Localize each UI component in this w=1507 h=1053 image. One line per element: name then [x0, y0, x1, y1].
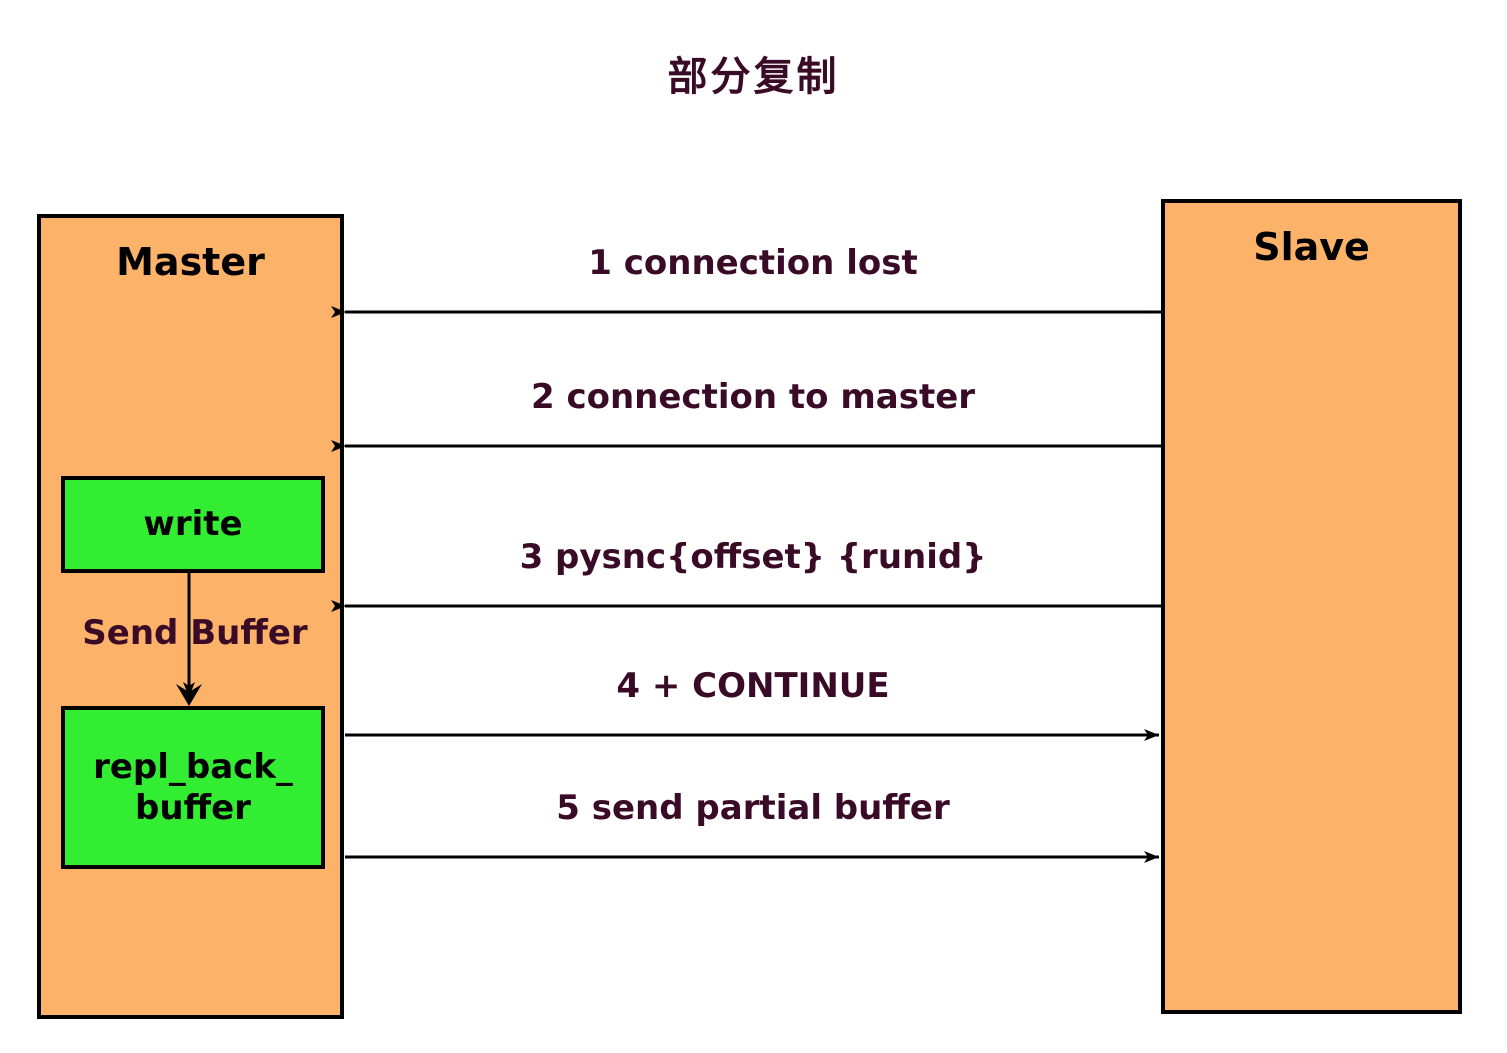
- send-buffer-label: Send Buffer: [82, 613, 308, 653]
- message-label-2: 2 connection to master: [530, 377, 976, 417]
- node-master[interactable]: Master write Send Buffer repl_back_ buff…: [37, 214, 344, 1019]
- message-label-4: 4 + CONTINUE: [616, 666, 890, 706]
- message-label-1: 1 connection lost: [588, 243, 918, 283]
- page-title: 部分复制: [667, 54, 840, 100]
- inner-box-write[interactable]: write: [61, 476, 325, 573]
- inner-box-repl-back-buffer[interactable]: repl_back_ buffer: [61, 706, 325, 869]
- node-slave-label: Slave: [1253, 225, 1370, 269]
- node-master-label: Master: [116, 240, 265, 284]
- inner-box-repl-back-buffer-label: repl_back_ buffer: [93, 746, 293, 828]
- message-label-3: 3 pysnc{offset} {runid}: [519, 537, 987, 577]
- node-slave[interactable]: Slave: [1161, 199, 1462, 1014]
- inner-box-write-label: write: [143, 504, 243, 545]
- message-label-5: 5 send partial buffer: [556, 788, 950, 828]
